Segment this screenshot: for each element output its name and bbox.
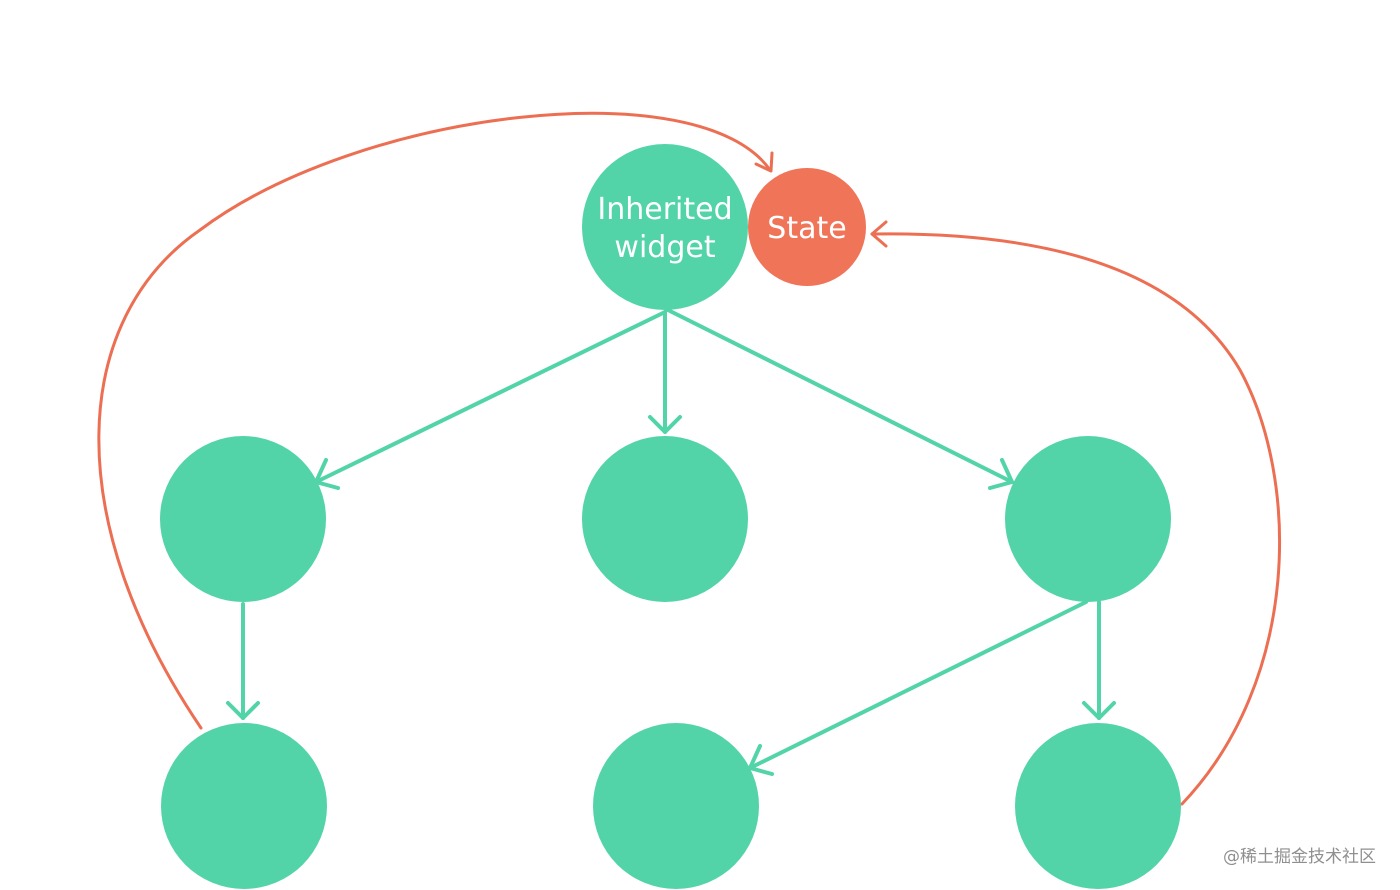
- callback-arrowhead-right: [870, 220, 888, 248]
- edge-root-to-right-arrowhead: [988, 458, 1014, 490]
- callback-curve-right: [870, 232, 1281, 806]
- node-level1-left: [160, 436, 326, 602]
- node-level2-left: [161, 723, 327, 889]
- watermark: @稀土掘金技术社区: [1223, 847, 1376, 867]
- node-level2-right: [1015, 723, 1181, 889]
- node-state: [748, 168, 866, 286]
- edge-left-to-bottom-left-arrowhead: [226, 701, 260, 720]
- node-level1-right: [1005, 436, 1171, 602]
- state-callback-arrows: [97, 111, 1281, 806]
- node-inherited-widget: [582, 144, 748, 310]
- edge-root-to-left: [314, 310, 667, 484]
- edge-root-to-middle-arrowhead: [648, 415, 682, 434]
- state-label: State: [767, 211, 846, 246]
- tree-edges: [226, 308, 1116, 776]
- callback-arrowhead-left: [754, 151, 774, 173]
- edge-right-to-bottom-middle-arrowhead: [748, 744, 774, 776]
- edge-right-to-bottom-middle: [748, 600, 1088, 770]
- callback-curve-left: [97, 111, 772, 730]
- edge-root-to-right: [666, 308, 1014, 484]
- edge-right-to-bottom-right-arrowhead: [1082, 701, 1116, 720]
- tree-nodes: [160, 144, 1181, 889]
- root-label-line2: widget: [614, 230, 715, 265]
- node-level2-middle: [593, 723, 759, 889]
- node-level1-middle: [582, 436, 748, 602]
- root-label-line1: Inherited: [597, 192, 732, 227]
